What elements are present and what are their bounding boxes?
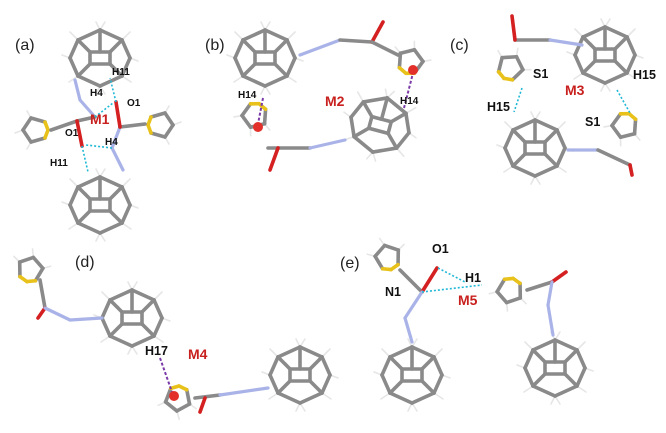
motif-label: M2 — [325, 93, 345, 109]
atom-label: H14 — [238, 90, 257, 101]
atom-label: H11 — [50, 158, 68, 169]
panel-a — [13, 20, 183, 243]
panel-d — [6, 242, 340, 423]
ring-centroid — [408, 65, 418, 75]
panel-letter: (b) — [205, 37, 225, 54]
panel-c — [485, 14, 649, 186]
ring-centroid — [169, 391, 179, 401]
panel-e — [362, 230, 595, 413]
motif-label: M1 — [90, 111, 110, 127]
motif-label: M5 — [458, 292, 478, 308]
atom-label: H4 — [90, 88, 103, 99]
panel-letter: (e) — [340, 255, 360, 272]
panel-letter: (d) — [75, 254, 95, 271]
panel-b — [225, 20, 437, 172]
atom-label: H15 — [633, 68, 656, 82]
atom-label: O1 — [127, 98, 141, 109]
atom-label: O1 — [432, 242, 449, 256]
atom-label: H4 — [105, 137, 118, 148]
atom-label: H17 — [145, 344, 168, 358]
atom-label: H14 — [400, 96, 419, 107]
ring-centroid — [253, 122, 263, 132]
motif-label: M3 — [565, 82, 585, 98]
atom-label: H1 — [465, 271, 481, 285]
atom-label: N1 — [385, 285, 401, 299]
atom-label: H15 — [487, 100, 510, 114]
panel-letter: (c) — [450, 37, 469, 54]
atom-label: S1 — [533, 67, 548, 81]
panel-letter: (a) — [15, 37, 35, 54]
atom-label: O1 — [65, 128, 79, 139]
atom-label: H11 — [112, 67, 130, 78]
motif-label: M4 — [188, 346, 208, 362]
atom-label: S1 — [585, 115, 600, 129]
